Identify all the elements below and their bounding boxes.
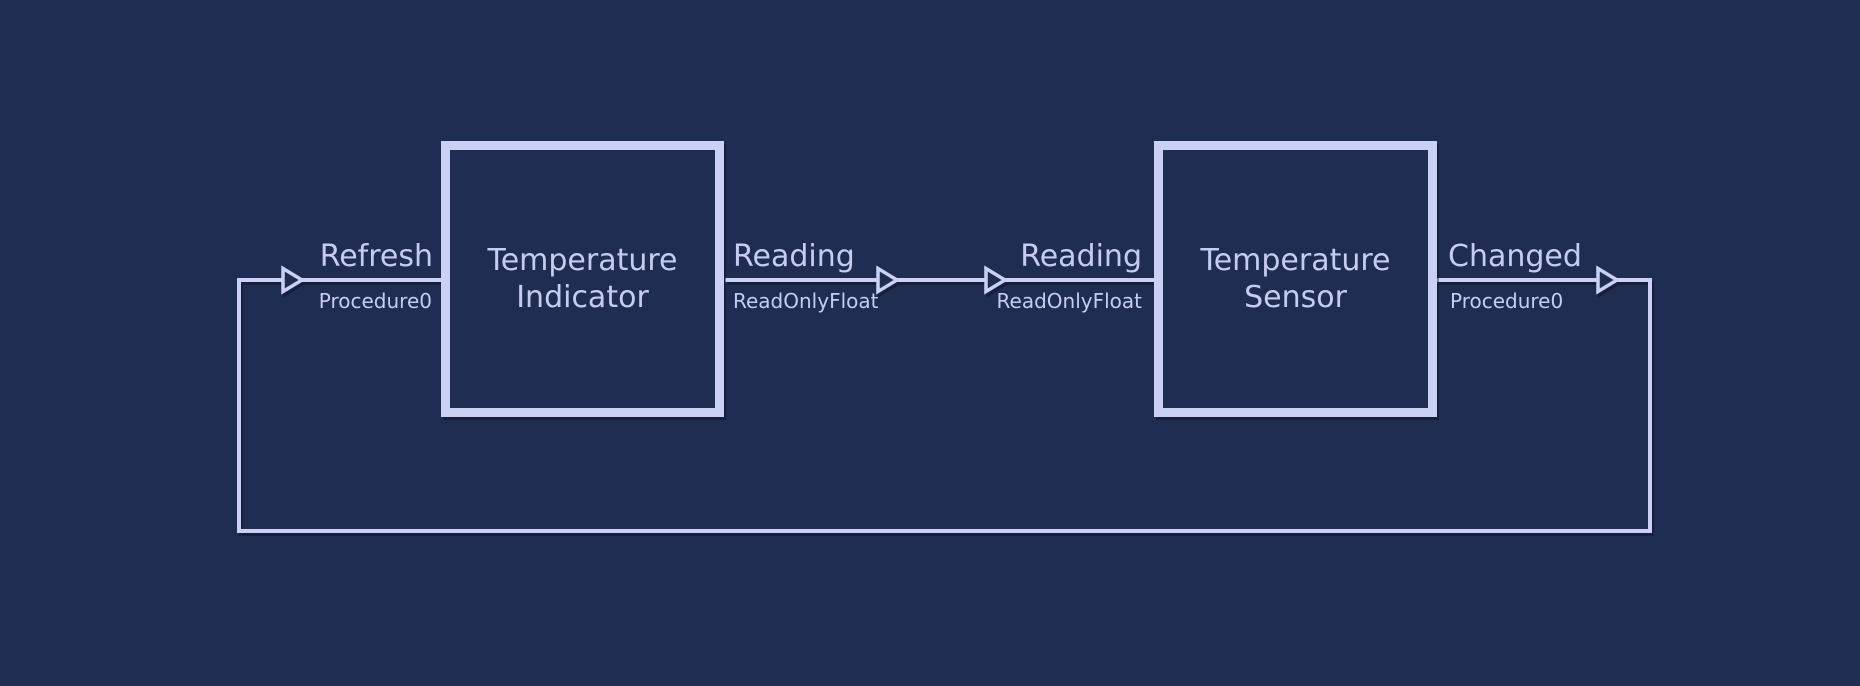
port-interface-reading-indicator: ReadOnlyFloat [733, 289, 879, 313]
port-interface-reading-sensor: ReadOnlyFloat [996, 289, 1142, 313]
reading-left-arrowhead-icon [876, 265, 901, 295]
component-temperature-sensor[interactable]: Temperature Sensor [1154, 141, 1437, 417]
changed-arrowhead-icon [1596, 265, 1621, 295]
refresh-arrowhead-icon [281, 265, 306, 295]
component-title: Temperature Sensor [1200, 243, 1391, 315]
port-event-reading-sensor: Reading [1020, 239, 1142, 274]
port-event-refresh: Refresh [319, 239, 433, 274]
port-interface-changed: Procedure0 [1450, 289, 1564, 313]
port-event-changed: Changed [1448, 239, 1582, 274]
port-interface-refresh: Procedure0 [318, 289, 432, 313]
component-title: Temperature Indicator [487, 243, 678, 315]
port-event-reading-indicator: Reading [733, 239, 855, 274]
component-temperature-indicator[interactable]: Temperature Indicator [441, 141, 724, 417]
reading-right-arrowhead-icon [984, 265, 1009, 295]
